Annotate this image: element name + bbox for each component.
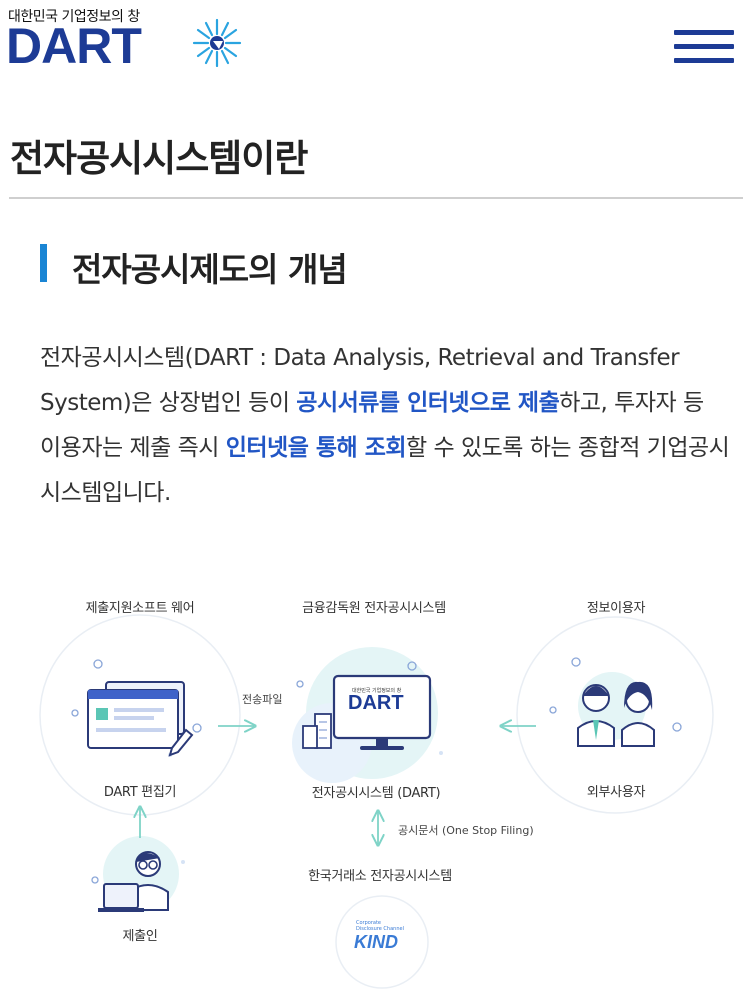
page-title: 전자공시시스템이란 <box>10 137 308 180</box>
dart-editor-label: DART 편집기 <box>103 785 177 800</box>
kind-circle <box>335 895 429 989</box>
section-accent-bar <box>40 244 47 282</box>
users-icon <box>577 681 655 747</box>
highlight-submit-online: 공시서류를 인터넷으로 제출 <box>296 390 560 416</box>
highlight-view-online: 인터넷을 통해 조회 <box>225 435 407 461</box>
one-stop-filing-label: 공시문서 (One Stop Filing) <box>398 824 534 837</box>
dart-logo-sun-icon <box>192 18 242 67</box>
monitor-dart-logo: DART <box>348 692 404 714</box>
title-divider <box>9 197 743 199</box>
monitor-icon <box>332 674 432 750</box>
dart-logo-text[interactable]: DART <box>6 18 142 74</box>
monitor-tagline: 대한민국 기업정보의 창 <box>352 688 402 694</box>
info-user-label: 정보이용자 <box>586 601 646 616</box>
paragraph-text: 하고, 투자자 등 이용자는 제출 즉시 <box>40 390 704 461</box>
krx-system-label: 한국거래소 전자공시시스템 <box>308 869 452 884</box>
fss-label: 금융감독원 전자공시시스템 <box>302 601 446 616</box>
external-user-label: 외부사용자 <box>586 785 646 800</box>
hamburger-menu-icon[interactable] <box>674 30 734 66</box>
editor-window-icon <box>87 681 194 757</box>
section-title: 전자공시제도의 개념 <box>72 250 348 289</box>
kind-sub2: Disclosure Channel <box>356 926 404 932</box>
software-label: 제출지원소프트 웨어 <box>85 601 195 616</box>
paragraph-text: 전자공시시스템(DART : Data Analysis, Retrieval … <box>40 345 680 416</box>
transfer-file-label: 전송파일 <box>242 693 283 706</box>
paragraph-text: 할 수 있도록 하는 종합적 기업공시 시스템입니다. <box>40 435 730 506</box>
dart-system-label: 전자공시시스템 (DART) <box>311 786 441 801</box>
submitter-label: 제출인 <box>122 929 158 944</box>
submitter-icon <box>98 851 169 912</box>
kind-logo: KIND <box>354 932 398 952</box>
kind-sub1: Corporate <box>356 920 381 926</box>
logo-tagline: 대한민국 기업정보의 창 <box>8 9 140 25</box>
building-icon <box>302 713 332 749</box>
concept-paragraph: 전자공시시스템(DART : Data Analysis, Retrieval … <box>40 336 730 516</box>
dart-system-diagram: 대한민국 기업정보의 창 DART Corporate Disclosure C… <box>0 580 743 998</box>
